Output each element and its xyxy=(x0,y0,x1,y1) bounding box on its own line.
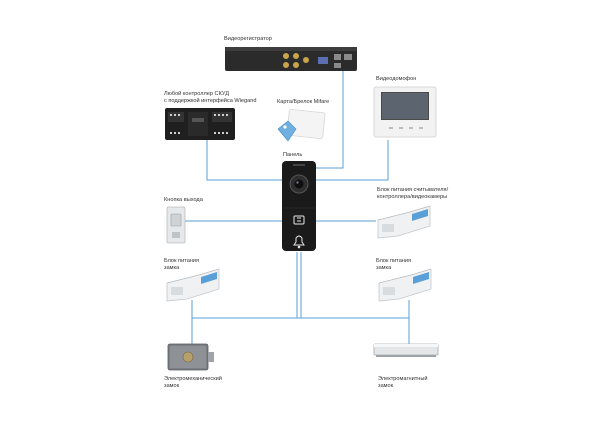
video-intercom-monitor-icon xyxy=(373,86,437,138)
dvr-icon xyxy=(225,47,357,71)
psu-lock-left-label-line1: Блок питания xyxy=(164,258,200,264)
electromagnetic-lock-icon xyxy=(373,343,439,357)
psu-lock-right-label-line1: Блок питания xyxy=(376,258,412,264)
card-label: Карта/Брелок Mifare xyxy=(277,99,330,105)
exit-button-label: Кнопка выхода xyxy=(164,197,203,203)
panel-label: Панель xyxy=(283,152,303,158)
wire-controller-panel xyxy=(206,140,282,181)
electromechanical-lock-label-line1: Электромеханический xyxy=(164,376,222,382)
card-keyfob-icon xyxy=(277,109,326,142)
psu-reader-label-line1: Блок питания считывателя/ xyxy=(377,187,449,193)
psu-lock-right-label-line2: замка xyxy=(376,265,392,271)
psu-reader-icon xyxy=(377,205,431,239)
psu-lock-left-label-line2: замка xyxy=(164,265,180,271)
wire-panel-monitor xyxy=(315,140,389,181)
psu-reader-label-line2: контроллера/видеокамеры xyxy=(377,194,448,200)
electromagnetic-lock-label-line2: замок xyxy=(378,383,394,389)
rfid-reader-icon xyxy=(293,215,305,225)
dvr-label: Видеорегистратор xyxy=(224,36,272,42)
bell-icon xyxy=(293,235,305,249)
door-panel-icon xyxy=(282,161,316,251)
electromechanical-lock-label-line2: замок xyxy=(164,383,180,389)
psu-lock-left-icon xyxy=(166,268,220,302)
psu-lock-right-icon xyxy=(378,268,432,302)
exit-button-icon xyxy=(166,206,186,244)
wire-dvr-panel xyxy=(315,70,344,169)
electromechanical-lock-icon xyxy=(167,343,214,371)
access-controller-icon xyxy=(165,108,235,140)
monitor-label: Видеодомофон xyxy=(376,76,417,82)
electromagnetic-lock-label-line1: Электромагнитный xyxy=(378,376,428,382)
controller-label-line2: с поддержкой интерфейса Wiegand xyxy=(164,98,257,104)
controller-label-line1: Любой контроллер СКУД xyxy=(164,91,229,97)
